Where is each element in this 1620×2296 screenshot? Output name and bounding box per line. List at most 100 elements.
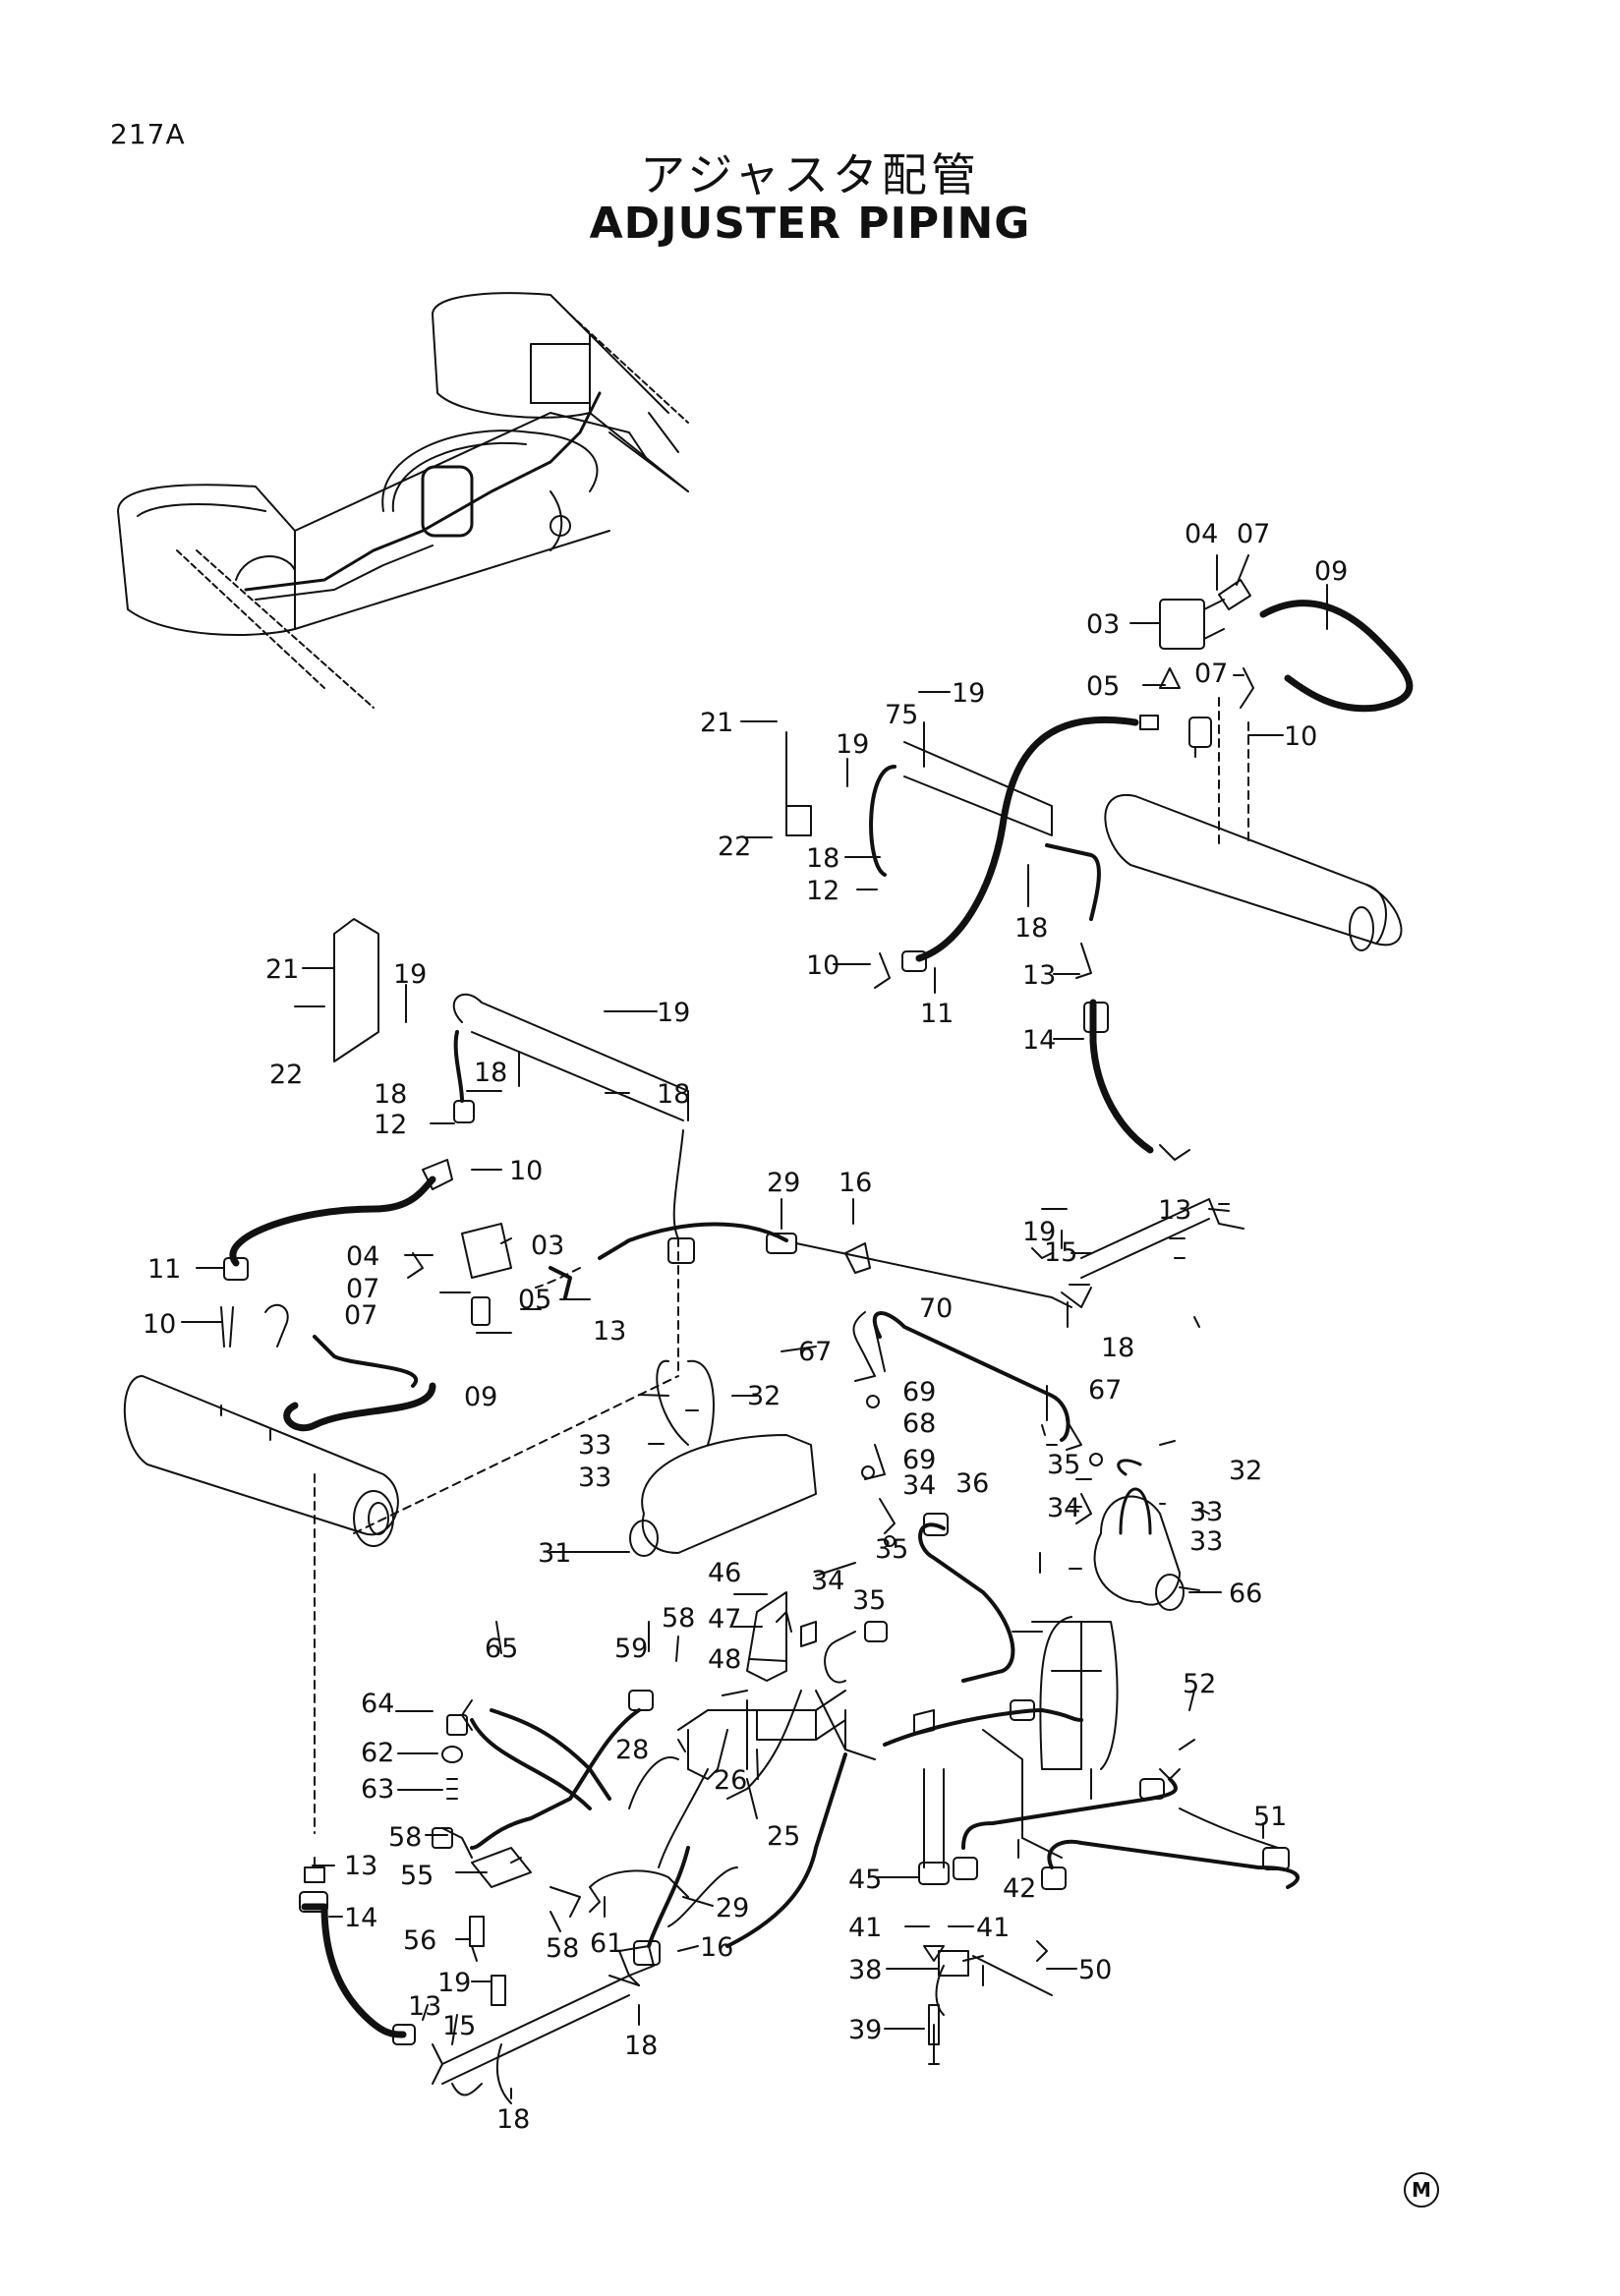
callout-16: 16	[700, 1932, 733, 1963]
callout-31: 31	[538, 1538, 571, 1569]
lower-right-assembly	[918, 1729, 1300, 2065]
callout-68: 68	[902, 1408, 936, 1439]
callout-33: 33	[578, 1430, 611, 1461]
callout-18: 18	[806, 843, 839, 874]
callout-42: 42	[1003, 1873, 1036, 1904]
callout-19: 19	[952, 678, 985, 709]
callout-14: 14	[1022, 1025, 1056, 1056]
callout-62: 62	[361, 1738, 394, 1768]
callout-07: 07	[1237, 519, 1270, 549]
callout-61: 61	[590, 1928, 623, 1959]
callout-21: 21	[265, 954, 299, 985]
callout-50: 50	[1078, 1955, 1112, 1985]
callout-07: 07	[344, 1300, 377, 1331]
callout-41: 41	[848, 1913, 882, 1943]
callout-32: 32	[1229, 1456, 1262, 1486]
callout-35: 35	[875, 1534, 908, 1565]
callout-45: 45	[848, 1865, 882, 1895]
callout-04: 04	[346, 1241, 379, 1272]
callout-29: 29	[767, 1168, 800, 1198]
callout-18: 18	[474, 1058, 507, 1088]
callout-70: 70	[919, 1293, 953, 1324]
callout-32: 32	[747, 1381, 781, 1411]
callout-11: 11	[147, 1254, 181, 1285]
callout-34: 34	[811, 1566, 844, 1596]
callout-09: 09	[464, 1382, 497, 1412]
callout-18: 18	[1014, 913, 1048, 944]
callout-18: 18	[624, 2031, 658, 2061]
callout-12: 12	[806, 876, 839, 906]
left-assembly	[123, 918, 1072, 1834]
callout-41: 41	[976, 1913, 1010, 1943]
callout-10: 10	[806, 950, 839, 981]
callout-16: 16	[839, 1168, 872, 1198]
callout-10: 10	[509, 1156, 543, 1186]
callout-64: 64	[361, 1689, 394, 1719]
callout-34: 34	[1047, 1493, 1080, 1523]
callout-18: 18	[657, 1079, 690, 1110]
callout-51: 51	[1253, 1802, 1287, 1832]
callout-14: 14	[344, 1903, 377, 1933]
callout-15: 15	[442, 2011, 476, 2041]
callout-09: 09	[1314, 556, 1348, 587]
callout-10: 10	[1284, 721, 1317, 752]
callout-33: 33	[1189, 1497, 1223, 1527]
callout-69: 69	[902, 1445, 936, 1475]
callout-05: 05	[518, 1285, 551, 1315]
title-english: ADJUSTER PIPING	[589, 199, 1031, 249]
corner-mark: M	[1404, 2172, 1439, 2208]
callout-03: 03	[531, 1231, 564, 1261]
callout-28: 28	[615, 1735, 649, 1765]
callout-22: 22	[269, 1060, 303, 1090]
callout-35: 35	[1047, 1450, 1080, 1480]
callout-13: 13	[408, 1991, 441, 2022]
callout-19: 19	[1022, 1217, 1056, 1247]
callout-69: 69	[902, 1377, 936, 1407]
callout-21: 21	[700, 708, 733, 738]
callout-19: 19	[393, 959, 427, 990]
callout-25: 25	[767, 1821, 800, 1852]
callout-03: 03	[1086, 609, 1120, 640]
callout-19: 19	[437, 1968, 471, 1998]
title-japanese: アジャスタ配管	[640, 148, 980, 201]
callout-19: 19	[836, 729, 869, 760]
callout-05: 05	[1086, 671, 1120, 702]
callout-55: 55	[400, 1861, 434, 1891]
callout-34: 34	[902, 1470, 936, 1501]
callout-58: 58	[388, 1822, 422, 1853]
callout-19: 19	[657, 998, 690, 1028]
callout-63: 63	[361, 1774, 394, 1805]
callout-33: 33	[578, 1463, 611, 1493]
callout-36: 36	[955, 1468, 989, 1499]
callout-38: 38	[848, 1955, 882, 1985]
callout-26: 26	[714, 1765, 747, 1796]
upper-right-assembly	[785, 579, 1414, 1308]
callout-18: 18	[496, 2104, 530, 2135]
callout-67: 67	[1088, 1375, 1122, 1406]
callout-22: 22	[718, 832, 751, 862]
callout-75: 75	[885, 700, 918, 730]
callout-18: 18	[374, 1079, 407, 1110]
callout-13: 13	[593, 1316, 626, 1347]
callout-18: 18	[1101, 1333, 1134, 1363]
callout-35: 35	[852, 1585, 886, 1616]
callout-47: 47	[708, 1604, 741, 1635]
callout-15: 15	[1044, 1237, 1077, 1268]
center-assembly	[628, 1311, 1185, 1966]
callout-13: 13	[1158, 1195, 1191, 1226]
overview-machine-illustration	[117, 292, 689, 709]
callout-56: 56	[403, 1925, 436, 1956]
callout-46: 46	[708, 1558, 741, 1588]
callout-58: 58	[662, 1603, 695, 1634]
callout-59: 59	[614, 1634, 648, 1664]
callout-labels: 04 07 09 03 05 07 10 19 75 21 19 22 18 1…	[143, 519, 1348, 2135]
callout-10: 10	[143, 1309, 176, 1340]
callout-66: 66	[1229, 1578, 1262, 1609]
page-code: 217A	[110, 118, 186, 150]
callout-07: 07	[346, 1274, 379, 1304]
callout-29: 29	[716, 1893, 749, 1923]
callout-65: 65	[485, 1634, 518, 1664]
callout-13: 13	[1022, 960, 1056, 991]
callout-04: 04	[1185, 519, 1218, 549]
